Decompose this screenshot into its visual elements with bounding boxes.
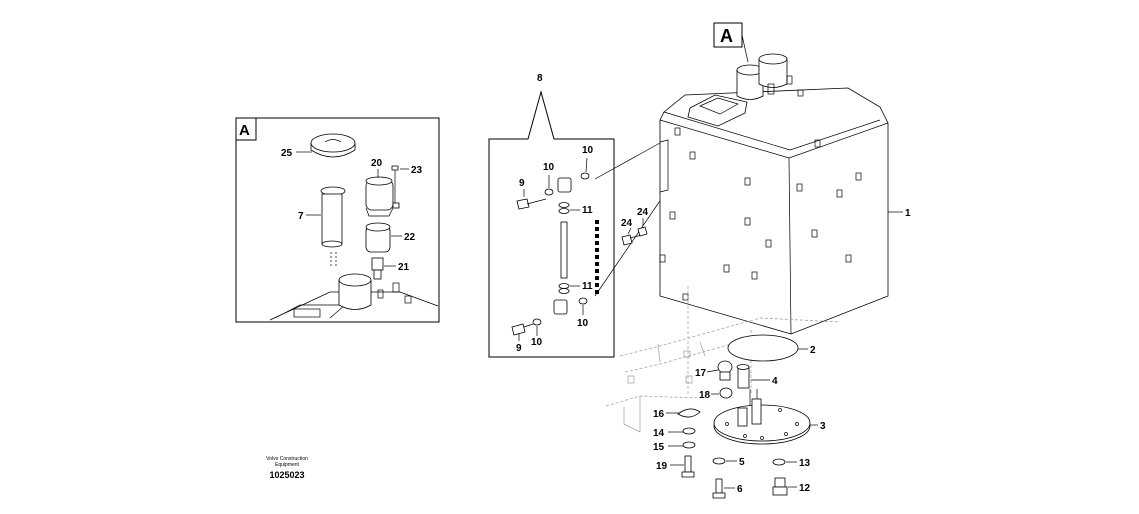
label-2: 2 bbox=[810, 345, 816, 356]
washer-13-drawing bbox=[772, 458, 786, 466]
plug-17-drawing bbox=[717, 360, 733, 381]
detail-marker-letter: A bbox=[239, 122, 250, 139]
label-24-left: 24 bbox=[621, 218, 633, 229]
label-19: 19 bbox=[656, 461, 668, 472]
label-17: 17 bbox=[695, 368, 707, 379]
callout-upper-fittings bbox=[516, 172, 590, 279]
plug-12-drawing bbox=[772, 477, 788, 496]
fitting-21-drawing bbox=[371, 257, 384, 280]
label-7: 7 bbox=[298, 211, 304, 222]
label-9-bottom: 9 bbox=[516, 343, 522, 354]
callout-8: 8 9 10 10 11 bbox=[488, 73, 667, 358]
detail-tank-top bbox=[269, 273, 439, 321]
washer-14-drawing bbox=[682, 427, 696, 435]
washer-15-drawing bbox=[682, 441, 696, 449]
detail-view-a: A 25 7 20 bbox=[235, 117, 440, 323]
cap-25-drawing bbox=[310, 133, 356, 158]
label-14: 14 bbox=[653, 428, 665, 439]
bolt-6-drawing bbox=[712, 478, 726, 499]
label-10-bottom-right: 10 bbox=[577, 318, 589, 329]
hydraulic-tank-1-drawing bbox=[659, 53, 889, 335]
bolts-24-drawing bbox=[621, 226, 648, 246]
label-12: 12 bbox=[799, 483, 811, 494]
label-22: 22 bbox=[404, 232, 416, 243]
o-ring-2-drawing bbox=[727, 334, 799, 362]
filler-tube-7-drawing bbox=[320, 186, 346, 266]
credit-line2: Equipment bbox=[275, 462, 300, 468]
label-8: 8 bbox=[537, 73, 543, 84]
label-13: 13 bbox=[799, 458, 811, 469]
label-24-right: 24 bbox=[637, 207, 649, 218]
label-25: 25 bbox=[281, 148, 293, 159]
callout-lower-fittings bbox=[511, 283, 588, 336]
label-10-top-left: 10 bbox=[543, 162, 555, 173]
label-16: 16 bbox=[653, 409, 665, 420]
label-10-top-right: 10 bbox=[582, 145, 594, 156]
label-18: 18 bbox=[699, 390, 711, 401]
bolt-19-drawing bbox=[681, 455, 695, 478]
label-11-top: 11 bbox=[582, 205, 593, 216]
detail-frame bbox=[235, 117, 440, 323]
label-10-bottom-left: 10 bbox=[531, 337, 543, 348]
seal-18-drawing bbox=[719, 387, 733, 399]
credit-line1: Volvo Construction bbox=[266, 456, 308, 462]
label-11-bottom: 11 bbox=[582, 281, 593, 292]
label-21: 21 bbox=[398, 262, 410, 273]
drawing-code: 1025023 bbox=[269, 470, 304, 480]
label-3: 3 bbox=[820, 421, 826, 432]
flange-plate-3-drawing bbox=[713, 398, 811, 445]
label-5: 5 bbox=[739, 457, 745, 468]
screw-23-drawing bbox=[391, 165, 400, 209]
washer-5-drawing bbox=[712, 457, 726, 465]
label-4: 4 bbox=[772, 376, 778, 387]
callout-8-frame bbox=[488, 90, 615, 358]
label-9-top: 9 bbox=[519, 178, 525, 189]
label-20: 20 bbox=[371, 158, 383, 169]
label-15: 15 bbox=[653, 442, 665, 453]
label-23: 23 bbox=[411, 165, 423, 176]
label-1: 1 bbox=[905, 208, 911, 219]
filter-element-22-drawing bbox=[365, 222, 391, 253]
credit-block: Volvo Construction Equipment 1025023 bbox=[266, 456, 308, 480]
washer-16-drawing bbox=[677, 408, 701, 418]
main-tank-assembly: A bbox=[605, 22, 911, 499]
label-6: 6 bbox=[737, 484, 743, 495]
detail-marker-box bbox=[235, 117, 257, 141]
main-marker-letter: A bbox=[720, 26, 733, 46]
filter-20-drawing bbox=[365, 176, 394, 217]
